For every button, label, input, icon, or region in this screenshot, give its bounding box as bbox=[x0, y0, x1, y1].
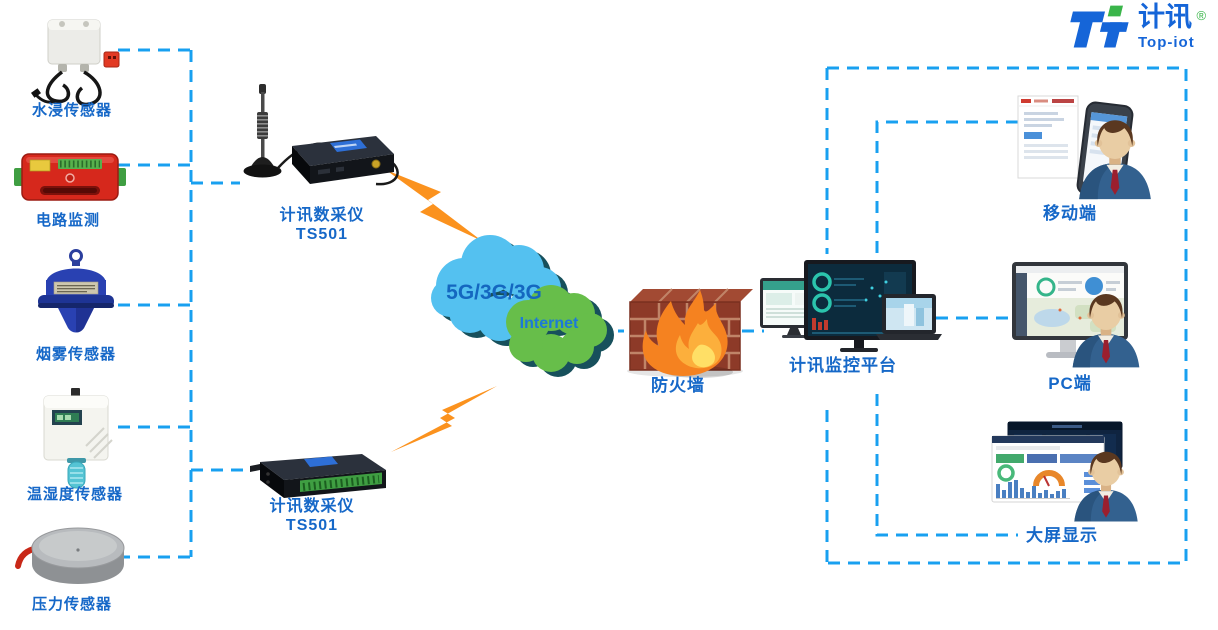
temp-humidity-sensor-illustration bbox=[43, 388, 113, 489]
flame-icon bbox=[642, 290, 728, 376]
lightning-bolt-top bbox=[386, 170, 482, 241]
pc-endpoint-illustration bbox=[1012, 262, 1140, 368]
firewall-label: 防火墙 bbox=[651, 376, 705, 395]
brand-name-en: Top-iot bbox=[1138, 34, 1195, 51]
lightning-bolt-bottom bbox=[391, 386, 497, 452]
cellular-cloud-label: 5G/3G/3G bbox=[446, 281, 542, 304]
collector-model: TS501 bbox=[285, 517, 339, 534]
brand-logo: 计讯 ® Top-iot bbox=[1062, 4, 1206, 54]
platform-label: 计讯监控平台 bbox=[789, 356, 897, 375]
pressure-sensor-illustration bbox=[15, 527, 125, 584]
collector-model: TS501 bbox=[295, 226, 349, 243]
collector-bottom-label: 计讯数采仪 TS501 bbox=[242, 497, 382, 535]
brand-logo-icon bbox=[1070, 5, 1129, 48]
endpoint-bigscreen-label: 大屏显示 bbox=[1026, 526, 1098, 545]
collector-name: 计讯数采仪 bbox=[279, 207, 365, 224]
sensor-smoke-label: 烟雾传感器 bbox=[35, 346, 116, 363]
collector-top-label: 计讯数采仪 TS501 bbox=[252, 206, 392, 244]
registered-mark: ® bbox=[1196, 8, 1207, 23]
sensor-temp-label: 温湿度传感器 bbox=[26, 486, 123, 503]
network-cloud-image: 5G/3G/3G Internet bbox=[431, 235, 614, 377]
collector-top-illustration bbox=[243, 84, 399, 186]
sensor-water-label: 水浸传感器 bbox=[31, 102, 112, 119]
bar-chart-thumbnail bbox=[996, 480, 1070, 499]
brand-logo-text: 计讯 ® Top-iot bbox=[1138, 2, 1207, 52]
internet-cloud-label: Internet bbox=[520, 315, 579, 332]
endpoint-mobile-label: 移动端 bbox=[1043, 204, 1097, 223]
sensor-circuit-label: 电路监测 bbox=[35, 212, 100, 229]
smoke-sensor-illustration bbox=[38, 249, 114, 333]
platform-illustration bbox=[760, 260, 942, 352]
sensor-pressure-label: 压力传感器 bbox=[31, 596, 112, 613]
connector-lines bbox=[118, 48, 1188, 565]
brand-name-cn: 计讯 bbox=[1138, 2, 1192, 32]
endpoint-pc-label: PC端 bbox=[1048, 374, 1092, 393]
collector-bottom-illustration bbox=[250, 454, 386, 498]
big-screen-endpoint-illustration bbox=[991, 421, 1138, 522]
water-sensor-illustration bbox=[31, 19, 120, 107]
internet-cloud bbox=[506, 285, 607, 372]
circuit-monitor-illustration bbox=[14, 153, 126, 201]
collector-name: 计讯数采仪 bbox=[269, 498, 355, 515]
mobile-endpoint-illustration bbox=[1017, 95, 1151, 200]
firewall-illustration bbox=[627, 288, 753, 378]
